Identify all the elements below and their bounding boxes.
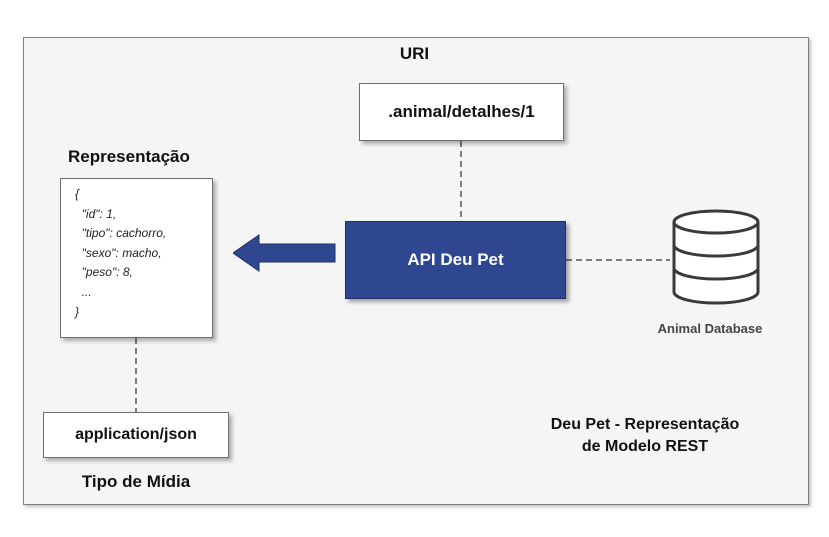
- representation-line: }: [75, 304, 80, 319]
- diagram-title: Deu Pet - Representação de Modelo REST: [520, 414, 770, 458]
- uri-label: URI: [399, 44, 430, 63]
- representation-box: { "id": 1, "tipo": cachorro, "sexo": mac…: [60, 178, 213, 338]
- diagram-title-line2: de Modelo REST: [581, 438, 709, 455]
- representation-line: "peso": 8,: [75, 265, 133, 280]
- arrow-left-icon: [233, 234, 336, 272]
- representation-line: "sexo": macho,: [75, 245, 162, 260]
- database-label: Animal Database: [657, 321, 763, 336]
- media-type-box: application/json: [43, 412, 229, 458]
- api-box: API Deu Pet: [345, 221, 566, 299]
- diagram-title-line1: Deu Pet - Representação: [550, 416, 740, 433]
- representation-label: Representação: [68, 147, 190, 166]
- uri-box: .animal/detalhes/1: [359, 83, 564, 141]
- database-icon: [672, 209, 760, 305]
- representation-line: "id": 1,: [75, 206, 117, 221]
- representation-line: ...: [75, 284, 92, 299]
- representation-line: {: [75, 187, 80, 201]
- representation-line: "tipo": cachorro,: [75, 226, 167, 241]
- media-type-label: Tipo de Mídia: [81, 472, 191, 491]
